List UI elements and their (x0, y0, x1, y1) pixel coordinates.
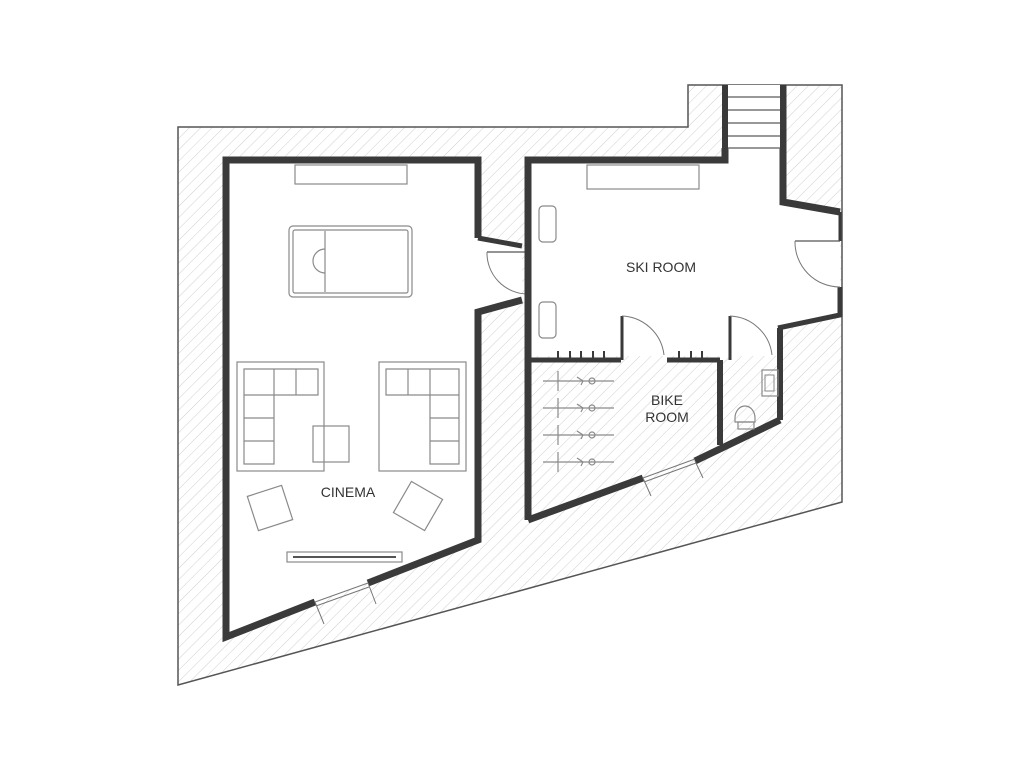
room-bike (526, 371, 782, 524)
sectional-sofa-right (378, 361, 467, 472)
door-bike-room[interactable] (620, 315, 665, 360)
screen-bar (286, 551, 403, 563)
door-exterior[interactable] (794, 240, 841, 288)
label-cinema: CINEMA (321, 484, 376, 500)
label-bike-line2: ROOM (645, 409, 689, 425)
bikes (543, 371, 614, 472)
bike-icon (543, 425, 614, 445)
ski-locker-bottom (538, 301, 557, 339)
tv-console (294, 164, 408, 185)
bike-icon (543, 398, 614, 418)
label-bike-line1: BIKE (651, 392, 683, 408)
armchair-right (392, 480, 444, 532)
cinema-window (314, 582, 377, 625)
sectional-sofa-left (236, 361, 325, 472)
ski-bench (586, 164, 700, 190)
bike-icon (543, 371, 614, 391)
room-wc (734, 369, 779, 430)
room-ski (486, 85, 843, 356)
toilet (734, 405, 756, 430)
coffee-table (312, 425, 350, 463)
armchair-left (246, 484, 294, 532)
staircase (722, 85, 780, 160)
label-ski-room: SKI ROOM (626, 259, 696, 275)
door-wc[interactable] (728, 315, 773, 360)
door-cinema-ski[interactable] (486, 251, 529, 295)
boot-rack (557, 351, 703, 360)
ski-locker-top (538, 205, 557, 243)
pool-table (288, 225, 413, 298)
bike-icon (543, 452, 614, 472)
partition-walls (524, 246, 783, 520)
cinema-furniture (236, 164, 467, 563)
room-cinema (222, 156, 523, 643)
sink (761, 369, 779, 397)
